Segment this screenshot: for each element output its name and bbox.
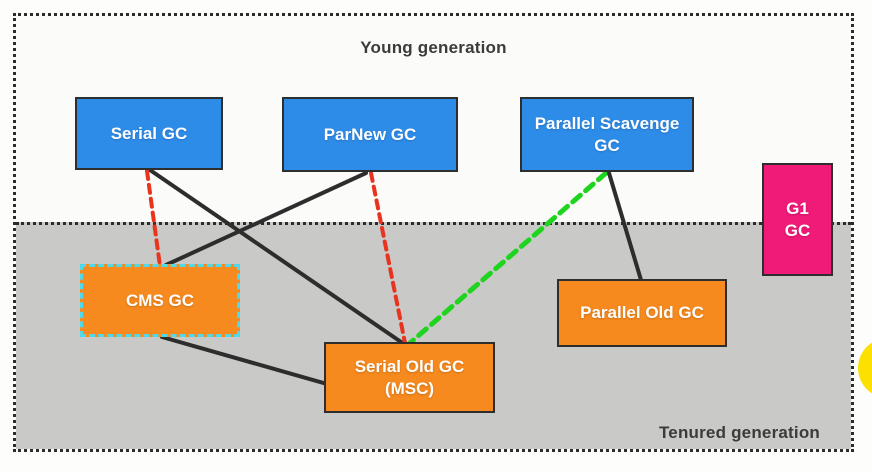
node-serial-gc: Serial GC: [75, 97, 223, 170]
node-g1-gc: G1 GC: [762, 163, 833, 276]
node-g1-gc-label: G1 GC: [784, 199, 811, 240]
node-serial-gc-label: Serial GC: [110, 123, 188, 143]
node-parallel-old-gc-label: Parallel Old GC: [580, 303, 704, 323]
node-cms-gc: CMS GC: [80, 264, 240, 337]
node-cms-gc-label: CMS GC: [126, 290, 194, 310]
node-parallel-scavenge-gc: Parallel Scavenge GC: [520, 97, 694, 172]
node-parallel-scavenge-gc-label: Parallel Scavenge GC: [534, 114, 680, 155]
node-parnew-gc: ParNew GC: [282, 97, 458, 172]
node-serial-old-gc-label: Serial Old GC (MSC): [354, 357, 465, 398]
young-generation-label: Young generation: [360, 38, 507, 57]
node-parnew-gc-label: ParNew GC: [323, 124, 417, 144]
yellow-pointer-dot: [858, 338, 872, 398]
node-serial-old-gc: Serial Old GC (MSC): [324, 342, 495, 413]
node-parallel-old-gc: Parallel Old GC: [557, 279, 727, 347]
tenured-generation-label: Tenured generation: [658, 423, 820, 442]
